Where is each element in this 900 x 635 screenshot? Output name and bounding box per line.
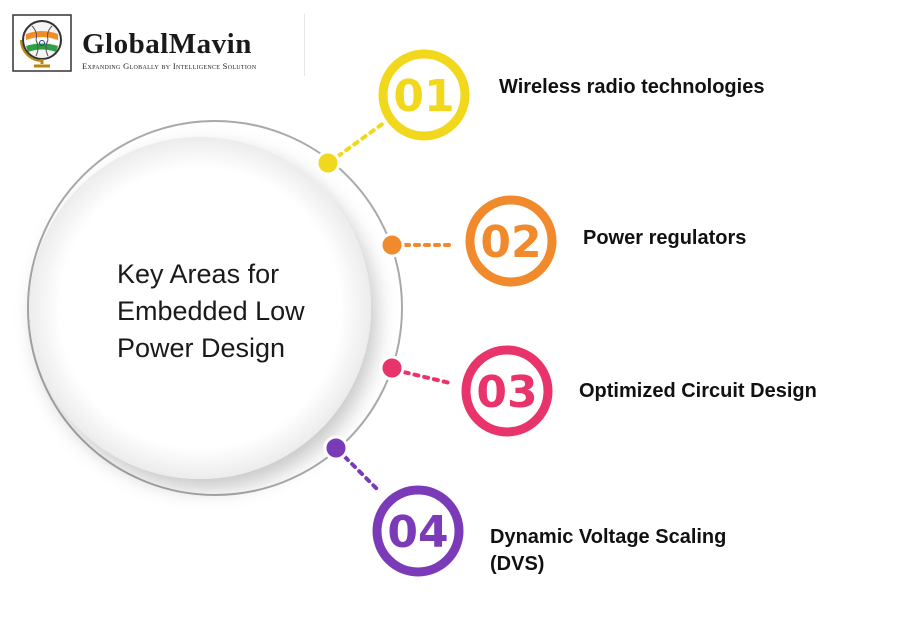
connector-3 xyxy=(379,355,452,385)
brand-tagline: Expanding Globally by Intelligence Solut… xyxy=(82,61,257,71)
connector-4 xyxy=(323,435,382,494)
badge-02: 02 xyxy=(465,195,557,287)
svg-text:02: 02 xyxy=(480,217,541,268)
svg-text:03: 03 xyxy=(476,367,537,418)
svg-text:01: 01 xyxy=(393,71,454,122)
brand-logo: GlobalMavin Expanding Globally by Intell… xyxy=(12,14,308,76)
logo-divider xyxy=(304,14,305,76)
item-label-1: Wireless radio technologies xyxy=(499,76,765,98)
badge-04: 04 xyxy=(372,485,464,577)
center-title: Key Areas for Embedded Low Power Design xyxy=(117,259,305,363)
svg-text:04: 04 xyxy=(387,507,448,558)
item-label-4: Dynamic Voltage Scaling (DVS) xyxy=(490,526,727,575)
badge-01: 01 xyxy=(378,49,470,141)
globe-icon xyxy=(12,14,72,72)
connector-1 xyxy=(315,120,387,176)
brand-name: GlobalMavin xyxy=(82,28,252,60)
outer-ring xyxy=(27,120,403,496)
center-disc xyxy=(29,137,371,479)
item-label-2: Power regulators xyxy=(583,227,747,249)
item-label-3: Optimized Circuit Design xyxy=(579,380,817,402)
connector-2 xyxy=(379,232,452,258)
badge-03: 03 xyxy=(461,345,553,437)
